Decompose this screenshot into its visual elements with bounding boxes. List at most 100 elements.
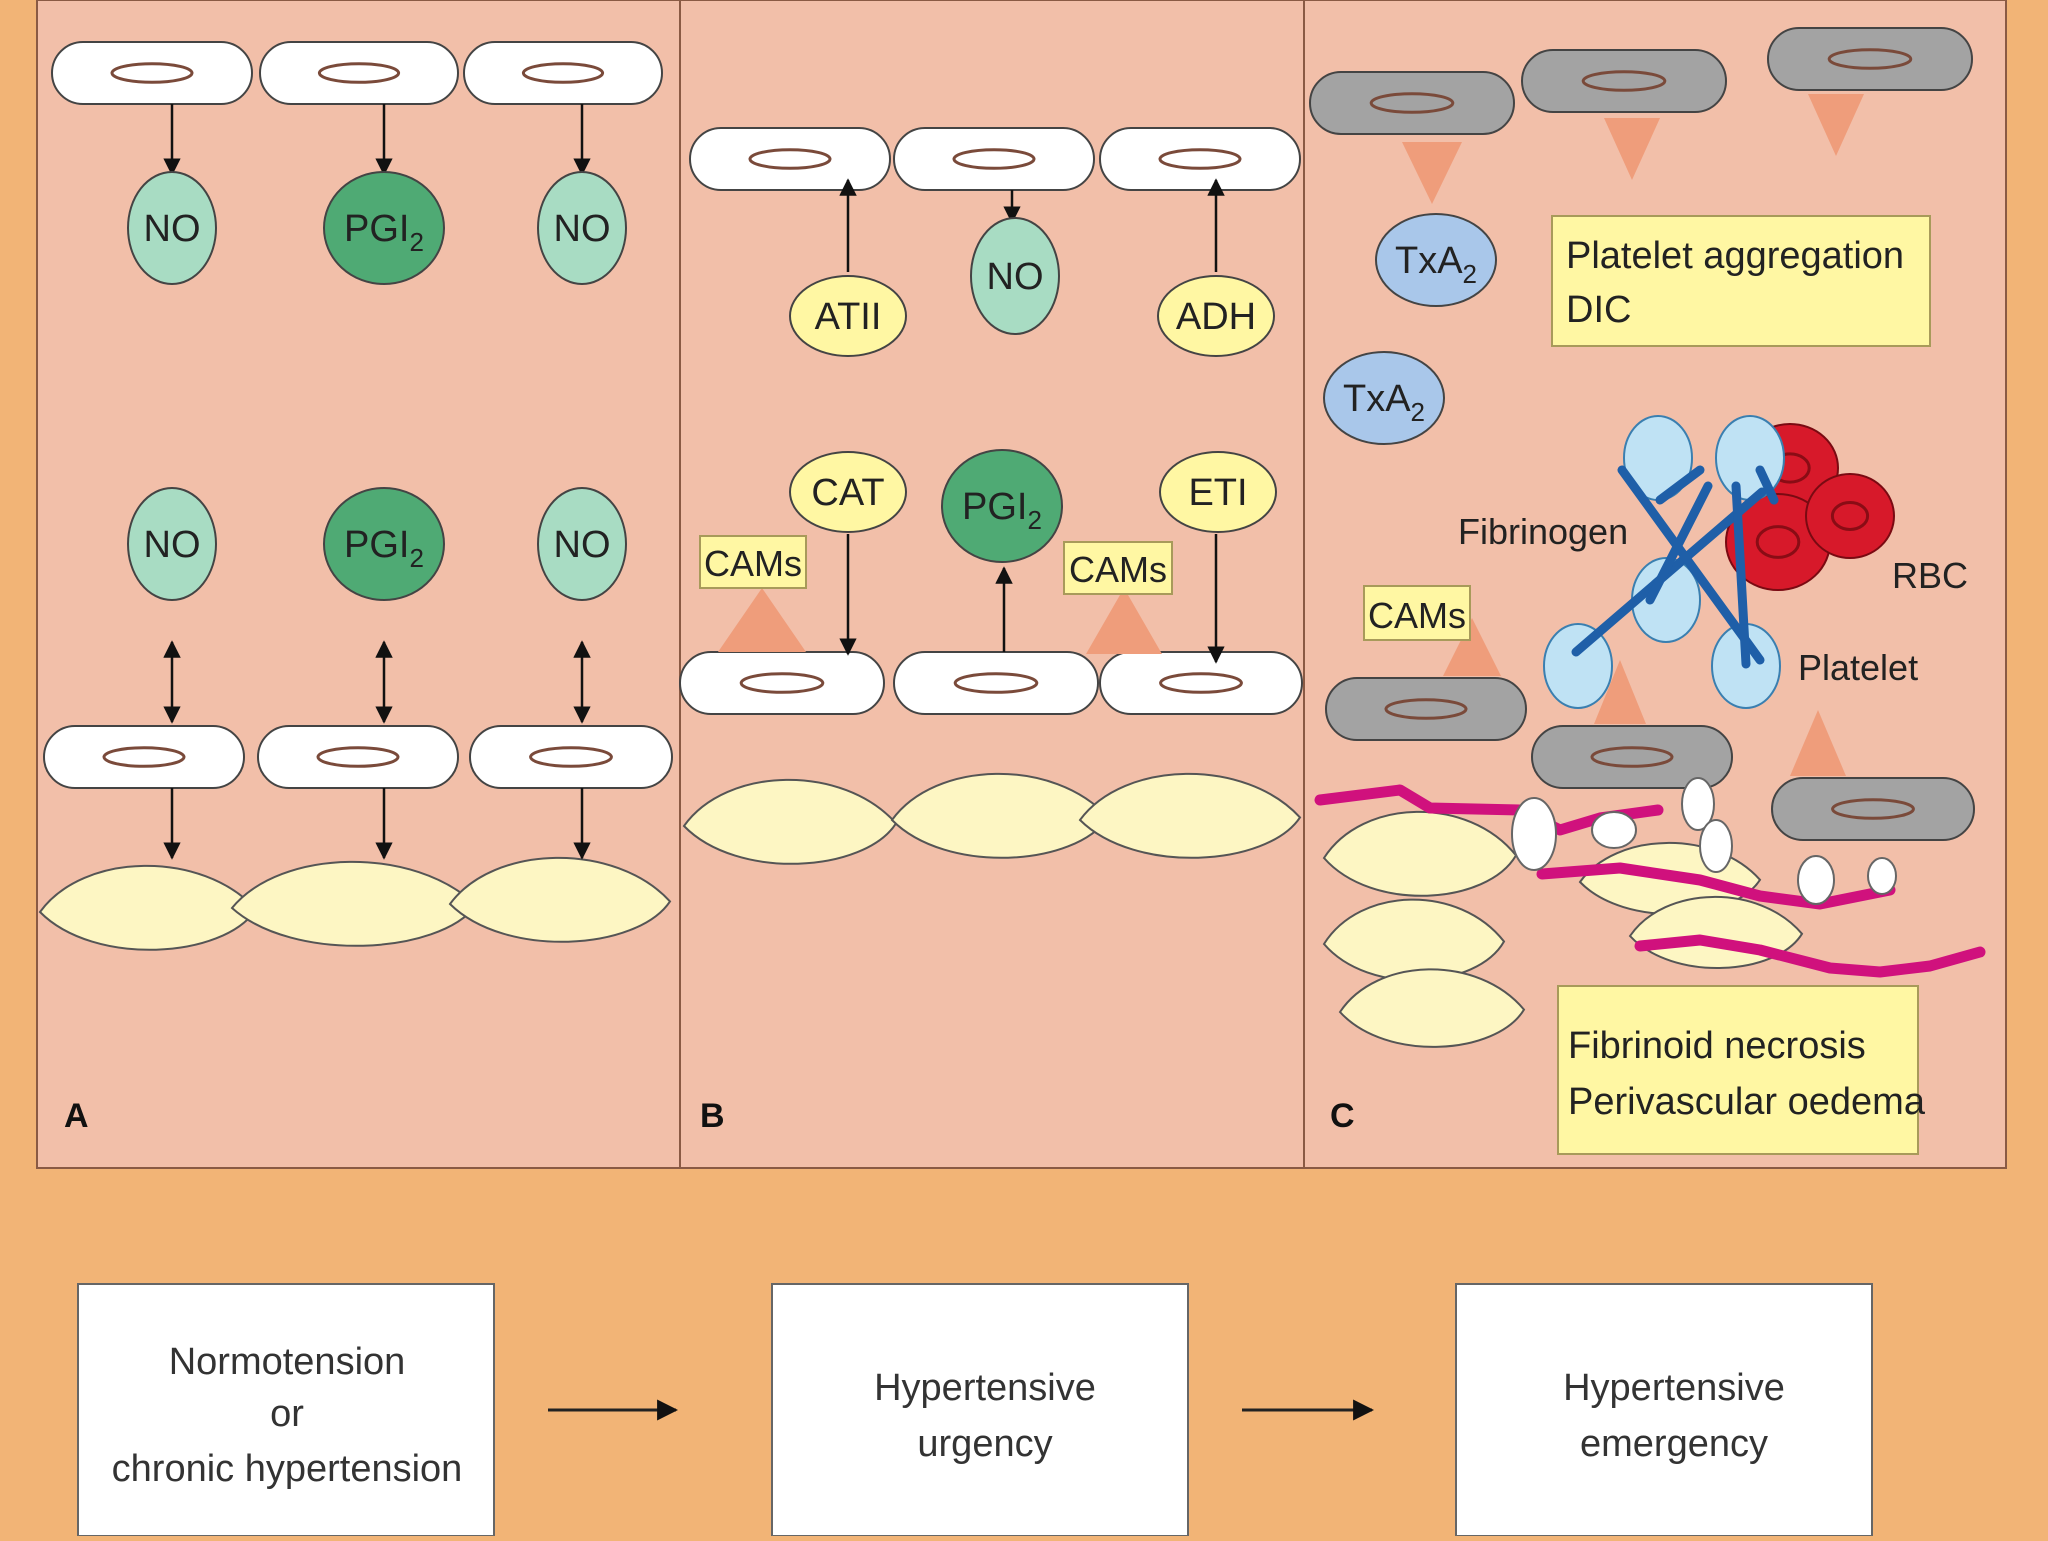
panel-a-top-molecule-3-label: NO — [554, 208, 611, 250]
flow-box-1-line-1: Normotension — [169, 1341, 406, 1383]
panel-c-fibrinogen-strand-2 — [1617, 465, 1765, 665]
flow-box-1-line-2: or — [270, 1393, 304, 1435]
panel-c-box-platelet-aggregation — [1551, 215, 1931, 347]
panel-b-endothelial-bottom-1-nucleus — [739, 672, 825, 694]
panel-c-endothelial-bottom-2 — [1531, 725, 1733, 789]
panel-c-globule-6 — [1867, 857, 1897, 895]
panel-c-cams-label: CAMs — [1368, 595, 1466, 636]
panel-c-endothelial-top-2-nucleus — [1581, 70, 1667, 92]
panel-c-fibrinogen-label: Fibrinogen — [1458, 511, 1628, 552]
panel-b-molecule-no — [970, 217, 1060, 335]
panel-c-endothelial-bottom-2-nucleus — [1590, 746, 1674, 768]
panel-c-letter: C — [1330, 1097, 1355, 1135]
panel-c-fibrinogen-strand-3 — [1645, 481, 1713, 605]
panel-b-endothelial-top-3-nucleus — [1158, 148, 1242, 170]
flow-box-1-line-3: chronic hypertension — [112, 1448, 463, 1490]
panel-c-box-bottom-line-2: Perivascular oedema — [1568, 1081, 1926, 1123]
panel-a-endothelial-top-3-nucleus — [521, 62, 605, 84]
panel-b-endothelial-bottom-2 — [893, 651, 1099, 715]
panel-a-top-molecule-1-label: NO — [144, 208, 201, 250]
panel-c-endothelial-bottom-3 — [1771, 777, 1975, 841]
panel-a-bottom-molecule-2 — [323, 487, 445, 601]
panel-b-cams-label-1: CAMs — [704, 543, 802, 584]
flow-box-emergency — [1455, 1283, 1873, 1537]
panel-c-rbc-3 — [1805, 473, 1895, 559]
panel-b-endothelial-bottom-3-nucleus — [1159, 672, 1243, 694]
panel-c-globule-2 — [1591, 811, 1637, 849]
panel-c-cams-triangle — [1443, 618, 1501, 676]
panel-c-box-bottom-line-1: Fibrinoid necrosis — [1568, 1025, 1866, 1067]
panel-b-endothelial-top-1 — [689, 127, 891, 191]
panel-c-endothelial-bottom-3-nucleus — [1831, 798, 1915, 820]
panel-c-rbc-2-center — [1755, 525, 1801, 559]
panel-a-endothelial-bottom-1 — [43, 725, 245, 789]
panel-a-endothelial-top-1 — [51, 41, 253, 105]
panel-a-endothelial-bottom-3 — [469, 725, 673, 789]
panel-b-endothelial-top-2 — [893, 127, 1095, 191]
panel-a-endothelial-bottom-1-nucleus — [102, 746, 186, 768]
panel-c-platelet-triangle-2 — [1790, 710, 1846, 776]
panel-b-endothelial-bottom-2-nucleus — [953, 672, 1039, 694]
panel-c-fibrin-strand-3 — [1634, 934, 1986, 978]
panel-c-fibrin-strand-2 — [1536, 862, 1896, 910]
panel-c-box-fibrinoid-necrosis — [1557, 985, 1919, 1155]
panel-c-endothelial-top-2 — [1521, 49, 1727, 113]
panel-a-endothelial-top-1-nucleus — [110, 62, 194, 84]
panel-b-smooth-muscle-3 — [1078, 772, 1302, 859]
panel-c-endothelial-bottom-1 — [1325, 677, 1527, 741]
panel-b-molecule-cat — [789, 451, 907, 533]
panel-a-endothelial-top-2-nucleus — [317, 62, 401, 84]
panel-c-globule-4 — [1699, 819, 1733, 873]
flow-box-2-line-1: Hypertensive — [874, 1367, 1096, 1409]
flow-box-3-line-1: Hypertensive — [1563, 1367, 1785, 1409]
panel-b-molecule-pgi2-label: PGI2 — [962, 486, 1042, 535]
panel-c-endothelial-top-3 — [1767, 27, 1973, 91]
panel-b-cams-triangle-1 — [718, 588, 806, 652]
panel-b-cams-triangle-2 — [1086, 588, 1162, 654]
panel-c-txa-triangle-2 — [1604, 118, 1660, 180]
panel-a-bottom-molecule-3 — [537, 487, 627, 601]
flow-box-urgency — [771, 1283, 1189, 1537]
panel-c-rbc-3-center — [1830, 501, 1870, 531]
panel-b-cams-label-2: CAMs — [1069, 549, 1167, 590]
panel-c-fibrinogen-strand-4 — [1731, 481, 1751, 669]
panel-a-bottom-molecule-3-label: NO — [554, 524, 611, 566]
panel-b-molecule-atii-label: ATII — [815, 296, 882, 338]
panel-b-molecule-adh — [1157, 275, 1275, 357]
panel-b-cams-box-1 — [699, 535, 807, 589]
panel-c-platelet-2 — [1715, 415, 1785, 501]
panel-c-fibrinogen-strand-5 — [1655, 465, 1705, 505]
panel-a-endothelial-bottom-2 — [257, 725, 459, 789]
panel-c-platelet-triangle-1 — [1594, 660, 1646, 724]
panel-c-endothelial-top-3-nucleus — [1827, 48, 1913, 70]
panel-a-bottom-molecule-1 — [127, 487, 217, 601]
flow-box-3-line-2: emergency — [1580, 1423, 1768, 1465]
panel-b-molecule-pgi2 — [941, 449, 1063, 563]
panel-c-txa-triangle-3 — [1808, 94, 1864, 156]
panel-a-endothelial-top-2 — [259, 41, 459, 105]
panel-c-fibrinogen-strand-6 — [1755, 465, 1779, 505]
panel-c-globule-1 — [1511, 797, 1557, 871]
panel-a-top-molecule-2 — [323, 171, 445, 285]
panel-a-endothelial-top-3 — [463, 41, 663, 105]
panel-c-txa-molecule-2 — [1323, 351, 1445, 445]
panel-b-letter: B — [700, 1097, 725, 1135]
panel-b-endothelial-top-1-nucleus — [748, 148, 832, 170]
panel-b-molecule-eti — [1159, 451, 1277, 533]
flow-box-2-line-2: urgency — [917, 1423, 1052, 1465]
panel-a-smooth-muscle-3 — [448, 856, 672, 943]
panel-b-molecule-adh-label: ADH — [1176, 296, 1256, 338]
panel-b-endothelial-top-2-nucleus — [952, 148, 1036, 170]
panel-b-cams-box-2 — [1063, 541, 1173, 595]
panel-c-globule-5 — [1797, 855, 1835, 905]
panel-b-molecule-cat-label: CAT — [811, 472, 884, 514]
panel-c-smooth-muscle-2 — [1322, 898, 1506, 982]
panel-a-letter: A — [64, 1097, 89, 1135]
panel-b-endothelial-bottom-3 — [1099, 651, 1303, 715]
panel-a-endothelial-bottom-3-nucleus — [529, 746, 613, 768]
panel-b-endothelial-top-3 — [1099, 127, 1301, 191]
panel-a-top-molecule-1 — [127, 171, 217, 285]
panel-c-endothelial-top-1-nucleus — [1369, 92, 1455, 114]
